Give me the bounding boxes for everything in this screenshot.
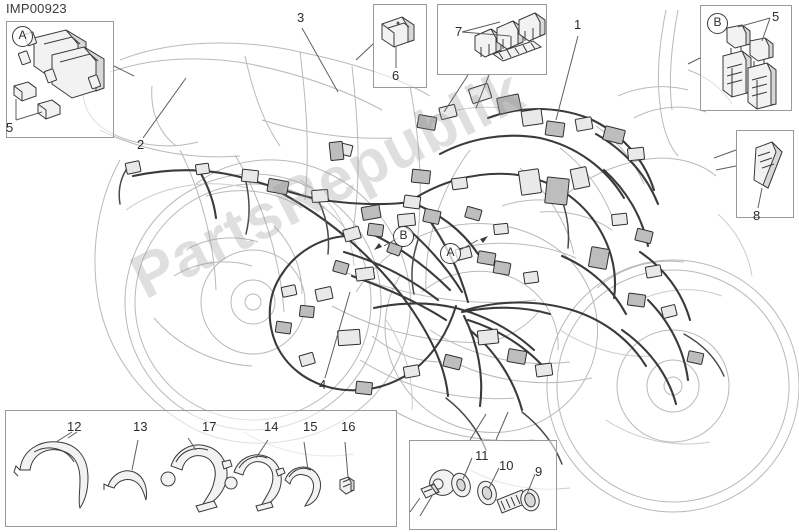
callout-11: 11 — [475, 448, 489, 463]
detail-box-a-marker: A — [12, 26, 33, 47]
detail-box-clamps — [5, 410, 397, 527]
callout-1: 1 — [574, 17, 582, 32]
callout-12: 12 — [67, 419, 82, 434]
detail-box-6 — [373, 4, 427, 88]
detail-box-8 — [736, 130, 794, 218]
callout-2: 2 — [137, 137, 145, 152]
callout-9: 9 — [535, 464, 543, 479]
callout-13: 13 — [133, 419, 148, 434]
callout-16: 16 — [341, 419, 356, 434]
main-marker-b: B — [393, 226, 414, 247]
callout-8: 8 — [753, 208, 761, 223]
callout-14: 14 — [264, 419, 279, 434]
callout-17: 17 — [202, 419, 217, 434]
callout-15: 15 — [303, 419, 318, 434]
callout-3: 3 — [297, 10, 305, 25]
callout-5-box-b: 5 — [772, 9, 780, 24]
main-marker-a: A — [440, 243, 461, 264]
detail-box-b-marker: B — [707, 13, 728, 34]
callout-6: 6 — [392, 68, 400, 83]
diagram-code: IMP00923 — [6, 1, 67, 16]
callout-10: 10 — [499, 458, 514, 473]
detail-box-7 — [437, 4, 547, 75]
callout-4: 4 — [319, 377, 327, 392]
site-watermark: PartsRepublik — [120, 55, 535, 313]
callout-7: 7 — [455, 24, 463, 39]
callout-5-box-a: 5 — [6, 120, 14, 135]
